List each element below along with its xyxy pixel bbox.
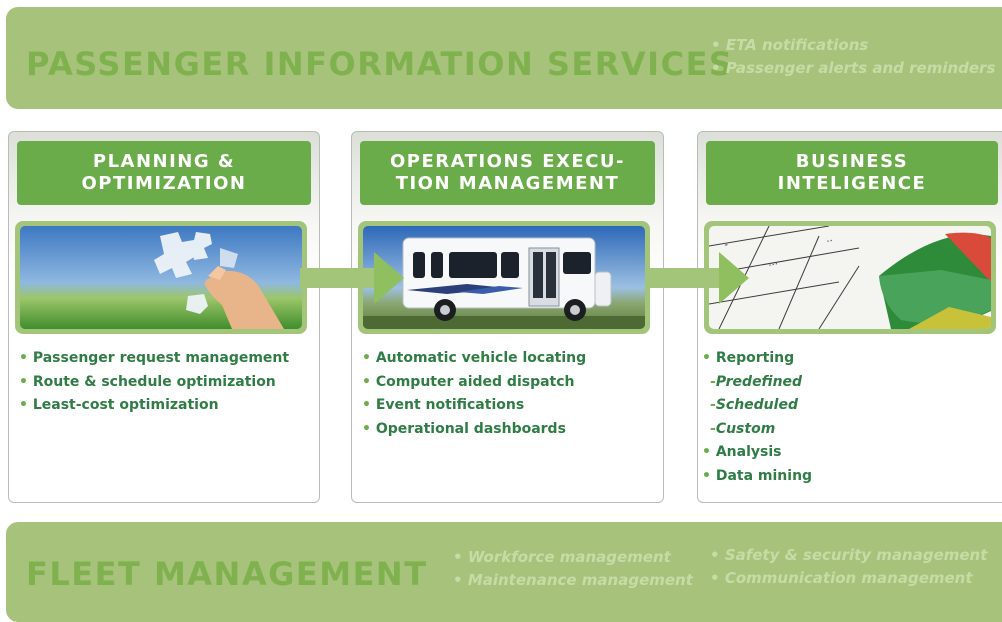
- business-feature-subitem: Scheduled: [702, 394, 812, 418]
- planning-optimization-header: PLANNING & OPTIMIZATION: [17, 141, 311, 205]
- planning-title-line-2: OPTIMIZATION: [81, 173, 247, 194]
- business-feature-subitem: Custom: [702, 418, 812, 442]
- business-title-line-1: BUSINESS: [795, 151, 909, 172]
- operations-feature-item: Computer aided dispatch: [362, 371, 586, 395]
- fleet-bullet: Maintenance management: [453, 569, 693, 592]
- operations-feature-list: Automatic vehicle locating Computer aide…: [362, 347, 586, 441]
- passenger-info-bullet: ETA notifications: [711, 34, 995, 57]
- business-feature-subitem: Predefined: [702, 371, 812, 395]
- planning-feature-item: Route & schedule optimization: [19, 371, 289, 395]
- passenger-info-bullet: Passenger alerts and reminders: [711, 57, 996, 80]
- business-feature-item: Analysis: [702, 441, 812, 465]
- operations-feature-item: Automatic vehicle locating: [362, 347, 586, 371]
- business-feature-list: Reporting Predefined Scheduled Custom An…: [702, 347, 812, 488]
- arrow-right-icon: [300, 252, 404, 304]
- operations-title-line-2: TION MANAGEMENT: [395, 173, 620, 194]
- planning-feature-item: Least-cost optimization: [19, 394, 289, 418]
- passenger-info-bullet-list: ETA notifications Passenger alerts and r…: [711, 34, 996, 80]
- fleet-bullet: Communication management: [710, 567, 987, 590]
- operations-execution-column: OPERATIONS EXECU- TION MANAGEMENT: [351, 131, 664, 503]
- fleet-bullet-list: Safety & security management Communicati…: [710, 544, 988, 590]
- report-pie-chart-image: - ... ..: [709, 226, 991, 329]
- fleet-management-band: FLEET MANAGEMENT Workforce management Ma…: [6, 522, 1002, 622]
- svg-text:...: ...: [767, 256, 779, 269]
- planning-feature-item: Passenger request management: [19, 347, 289, 371]
- fleet-bullet: Workforce management: [453, 546, 693, 569]
- business-intelligence-column: BUSINESS INTELIGENCE - ... ..: [697, 131, 1002, 503]
- planning-feature-list: Passenger request management Route & sch…: [19, 347, 289, 418]
- business-feature-item: Reporting: [702, 347, 812, 371]
- svg-text:-: -: [723, 239, 729, 251]
- arrow-right-icon: [645, 252, 749, 304]
- operations-execution-header: OPERATIONS EXECU- TION MANAGEMENT: [360, 141, 655, 205]
- puzzle-hand-image: [20, 226, 302, 329]
- operations-feature-item: Event notifications: [362, 394, 586, 418]
- fleet-bullet: Safety & security management: [710, 544, 988, 567]
- business-title-line-2: INTELIGENCE: [777, 173, 927, 194]
- business-feature-item: Data mining: [702, 465, 812, 489]
- report-chart-photo: - ... ..: [704, 221, 996, 334]
- fleet-management-title: FLEET MANAGEMENT: [26, 555, 428, 593]
- operations-feature-item: Operational dashboards: [362, 418, 586, 442]
- passenger-information-services-band: PASSENGER INFORMATION SERVICES ETA notif…: [6, 7, 1002, 109]
- planning-optimization-column: PLANNING & OPTIMIZATION: [8, 131, 320, 503]
- business-intelligence-header: BUSINESS INTELIGENCE: [706, 141, 998, 205]
- svg-text:..: ..: [825, 233, 834, 245]
- puzzle-pieces-photo: [15, 221, 307, 334]
- planning-title-line-1: PLANNING &: [92, 151, 236, 172]
- fleet-bullet-list: Workforce management Maintenance managem…: [453, 546, 693, 592]
- shuttle-bus-photo: [358, 221, 650, 334]
- operations-title-line-1: OPERATIONS EXECU-: [389, 151, 626, 172]
- passenger-information-services-title: PASSENGER INFORMATION SERVICES: [26, 45, 734, 83]
- shuttle-bus-image: [363, 226, 645, 329]
